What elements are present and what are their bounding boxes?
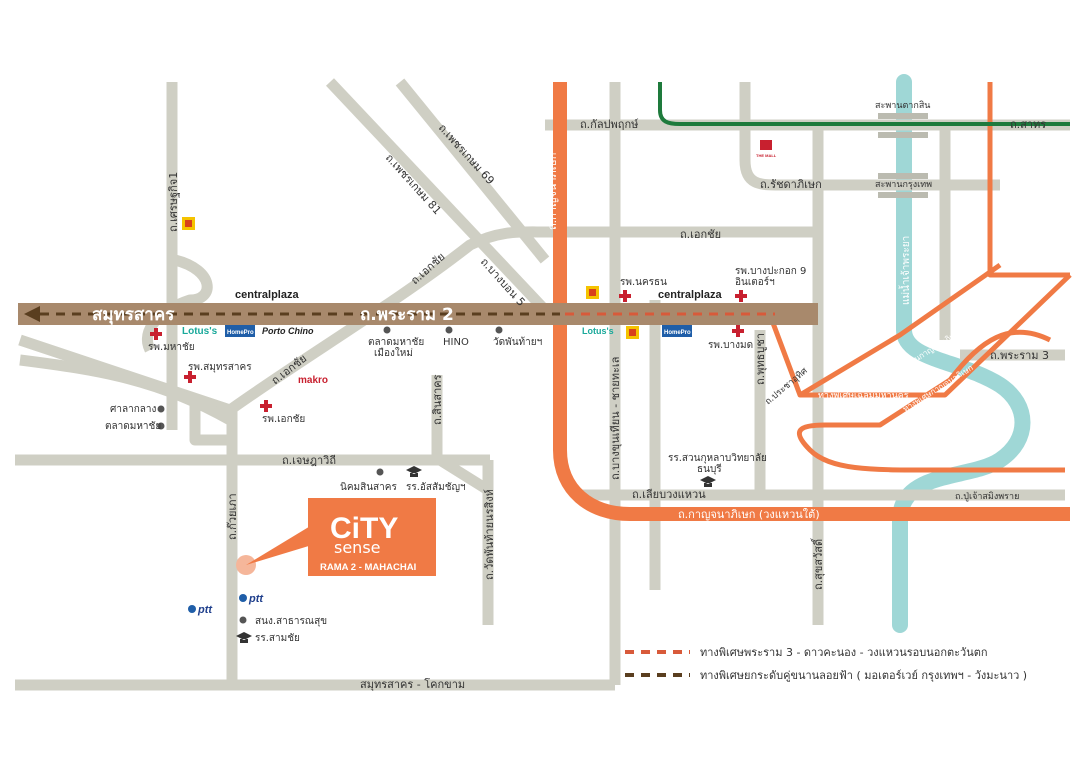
homepro-left: HomePro [225, 325, 255, 337]
svg-text:ptt: ptt [197, 604, 213, 616]
label-kalpaphruek: ถ.กัลปพฤกษ์ [580, 118, 639, 131]
market-mahachai-l1: ตลาดมหาชัย [368, 337, 424, 348]
label-outer-ring: ทางพิเศษกาญจนาภิเษก [901, 363, 975, 414]
label-suksawat: ถ.สุขสวัสดิ์ [810, 537, 825, 590]
homepro-right: HomePro [662, 325, 692, 337]
label-liap-wongwaen: ถ.เลียบวงแหวน [632, 488, 706, 501]
label-wat-phanthai: ถ.วัดพันท้ายนรสิงห์ [483, 489, 496, 580]
makro: makro [298, 375, 328, 386]
health-station: สนง.สาธารณสุข [255, 616, 327, 627]
label-rama2: ถ.พระราม 2 [360, 305, 454, 325]
wat-phanthai: วัดพันท้ายฯ [493, 336, 542, 348]
project-callout[interactable]: CiTY sense RAMA 2 - MAHACHAI [236, 498, 436, 576]
school-suankulap-l1: รร.สวนกุหลาบวิทยาลัย [668, 453, 767, 464]
label-phetkasem81: ถ.เพชรเกษม 81 [383, 151, 444, 217]
label-samut-khokkham: สมุทรสาคร - โคกขาม [360, 677, 465, 691]
ptt-logo-1: ptt [188, 604, 213, 616]
label-phutthabucha: ถ.พุทธบูชา [754, 333, 767, 385]
the-mall: THE MALL [756, 140, 777, 158]
store-icon-2 [586, 286, 599, 299]
hosp-bangmot: รพ.บางมด [708, 340, 753, 351]
chao-phraya-river [892, 74, 1031, 633]
lotus-right: Lotus's [582, 326, 614, 336]
svg-text:THE MALL: THE MALL [756, 153, 777, 158]
hino: HINO [443, 337, 469, 348]
hosp-bangpakok-l1: รพ.บางปะกอก 9 [735, 266, 806, 277]
label-rama3: ถ.พระราม 3 [990, 349, 1049, 362]
school-icons [236, 466, 716, 643]
sala-klang: ศาลากลาง [110, 404, 157, 415]
hosp-samutsakhon: รพ.สมุทรสาคร [188, 362, 252, 373]
label-chaloem-mahanakhon: ทางพิเศษเฉลิมมหานคร [818, 390, 909, 401]
bridges [878, 113, 928, 198]
lotus-left: Lotus's [182, 326, 218, 337]
store-icon-1 [182, 217, 195, 230]
legend-item-2: ทางพิเศษยกระดับคู่ขนานลอยฟ้า ( มอเตอร์เว… [700, 669, 1027, 682]
porto-chino: Porto Chino [262, 326, 314, 336]
label-chetsadawithi: ถ.เจษฎาวิถี [282, 454, 336, 467]
label-kanchanaphisek-south: ถ.กาญจนาภิเษก (วงแหวนใต้) [678, 508, 820, 521]
market-mahachai-l2: เมืองใหม่ [374, 347, 413, 359]
kanchanaphisek-ring-road [553, 82, 1070, 521]
rama2-road [18, 303, 818, 325]
school-assumption: รร.อัสสัมชัญฯ [406, 482, 466, 493]
label-taksin-bridge: สะพานตากสิน [875, 100, 930, 111]
ptt-logo-2: ptt [239, 593, 264, 605]
label-krungthep-bridge: สะพานกรุงเทพ [875, 180, 932, 190]
label-ekkachai-top: ถ.เอกชัย [680, 228, 721, 241]
label-kanchanaphisek: ถ.กาญจนาภิเษก [546, 153, 559, 230]
legend-item-1: ทางพิเศษพระราม 3 - ดาวคะนอง - วงแหวนรอบน… [700, 646, 988, 659]
label-ratchadaphisek: ถ.รัชดาภิเษก [760, 178, 822, 191]
expressway-network [767, 82, 1072, 473]
label-sinsakhon: ถ.สินสาคร [431, 374, 444, 425]
school-suankulap-l2: ธนบุรี [697, 463, 722, 475]
legend: ทางพิเศษพระราม 3 - ดาวคะนอง - วงแหวนรอบน… [625, 646, 1027, 682]
hospital-icons [150, 290, 747, 412]
svg-text:HomePro: HomePro [227, 330, 254, 336]
hosp-mahachai: รพ.มหาชัย [148, 342, 195, 353]
school-samchai: รร.สามชัย [255, 633, 300, 644]
label-river: แม่น้ำเจ้าพระยา [898, 236, 912, 305]
city-sense-brand-top: CiTY [330, 512, 398, 545]
hosp-nakhonthon: รพ.นครธน [620, 277, 667, 288]
sathon-green-line [658, 82, 1070, 126]
hosp-ekkachai: รพ.เอกชัย [262, 414, 305, 425]
svg-text:HomePro: HomePro [664, 330, 691, 336]
city-sense-subtitle: RAMA 2 - MAHACHAI [320, 562, 416, 573]
city-sense-brand-bottom: sense [334, 538, 381, 557]
label-sathon: ถ.สาทร [1010, 118, 1046, 131]
hosp-bangpakok-l2: อินเตอร์ฯ [735, 276, 775, 288]
label-bangkhunthian: ถ.บางขุนเทียน - ชายทะเล [609, 357, 622, 480]
talat-mahachai: ตลาดมหาชัย [105, 421, 161, 432]
label-samutsakhon: สมุทรสาคร [92, 305, 175, 325]
poi-dots [157, 326, 503, 624]
label-pu-chao: ถ.ปู่เจ้าสมิงพราย [955, 491, 1019, 502]
label-kokkhwai: ถ.ก๊วยเภา [226, 493, 239, 540]
central-plaza-left: centralplaza [235, 289, 299, 301]
label-phetkasem69: ถ.เพชรเกษม 69 [436, 121, 497, 187]
nikhom: นิคมสินสาคร [340, 482, 397, 493]
label-pracha-uthit: ถ.ประชาอุทิศ [763, 365, 810, 407]
svg-text:ptt: ptt [248, 593, 264, 605]
central-plaza-right: centralplaza [658, 289, 722, 301]
store-icon-3 [626, 326, 639, 339]
label-setthakit1: ถ.เศรษฐกิจ1 [167, 172, 180, 232]
